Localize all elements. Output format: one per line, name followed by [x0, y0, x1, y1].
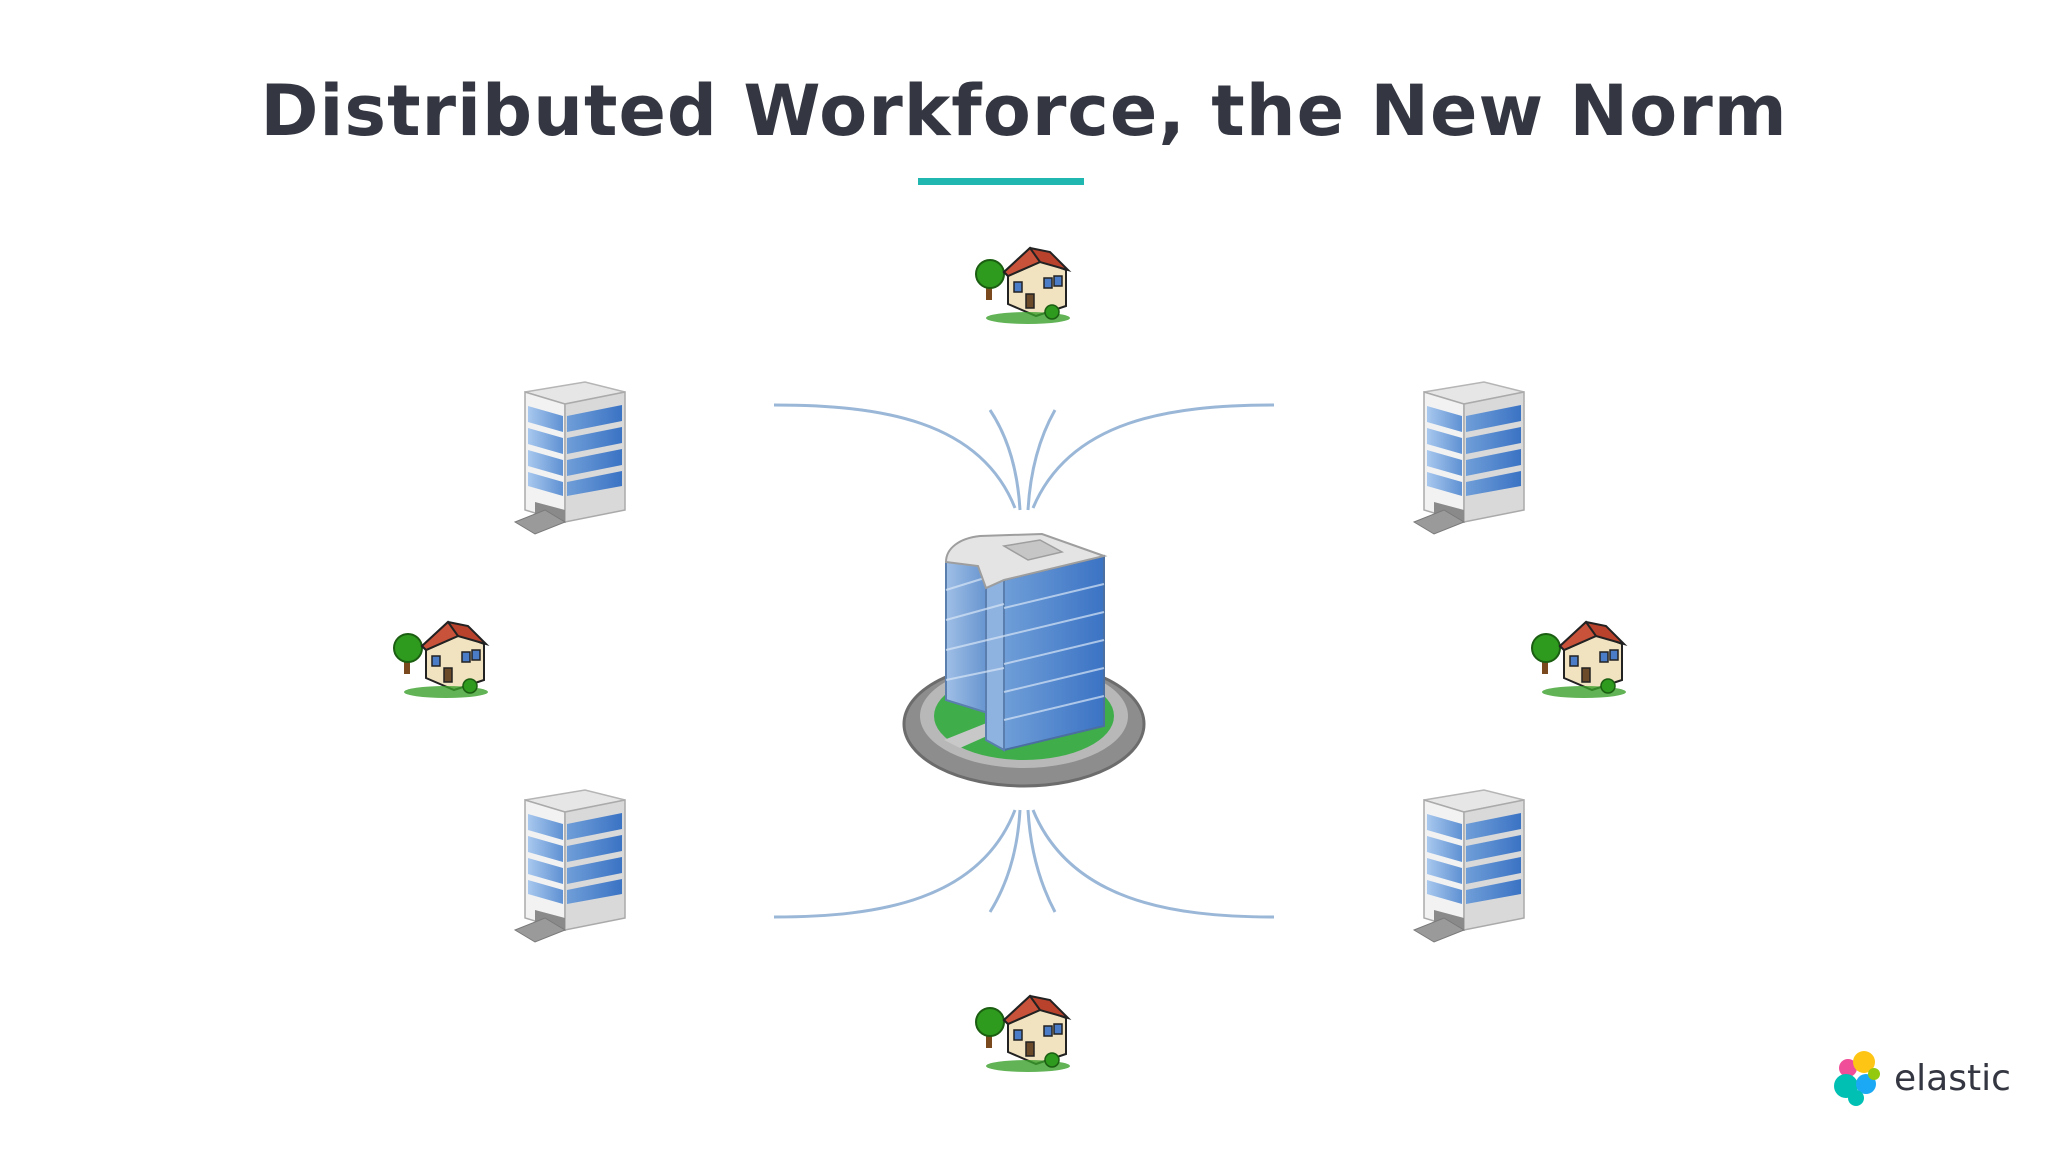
elastic-logo: elastic	[1830, 1048, 2030, 1108]
elastic-logo-text: elastic	[1894, 1058, 2011, 1099]
house-icon-top	[975, 247, 1071, 325]
office-building-icon-top-left	[514, 381, 626, 535]
house-icon-bottom	[975, 995, 1071, 1073]
slide-title: Distributed Workforce, the New Norm	[260, 70, 1788, 152]
office-building-icon-top-right	[1413, 381, 1525, 535]
headquarters-building-icon	[902, 532, 1146, 788]
house-icon-right	[1531, 621, 1627, 699]
title-underline	[918, 178, 1084, 185]
house-icon-left	[393, 621, 489, 699]
connection-lines	[773, 403, 1275, 919]
office-building-icon-bottom-left	[514, 789, 626, 943]
elastic-logo-icon	[1834, 1051, 1880, 1106]
office-building-icon-bottom-right	[1413, 789, 1525, 943]
